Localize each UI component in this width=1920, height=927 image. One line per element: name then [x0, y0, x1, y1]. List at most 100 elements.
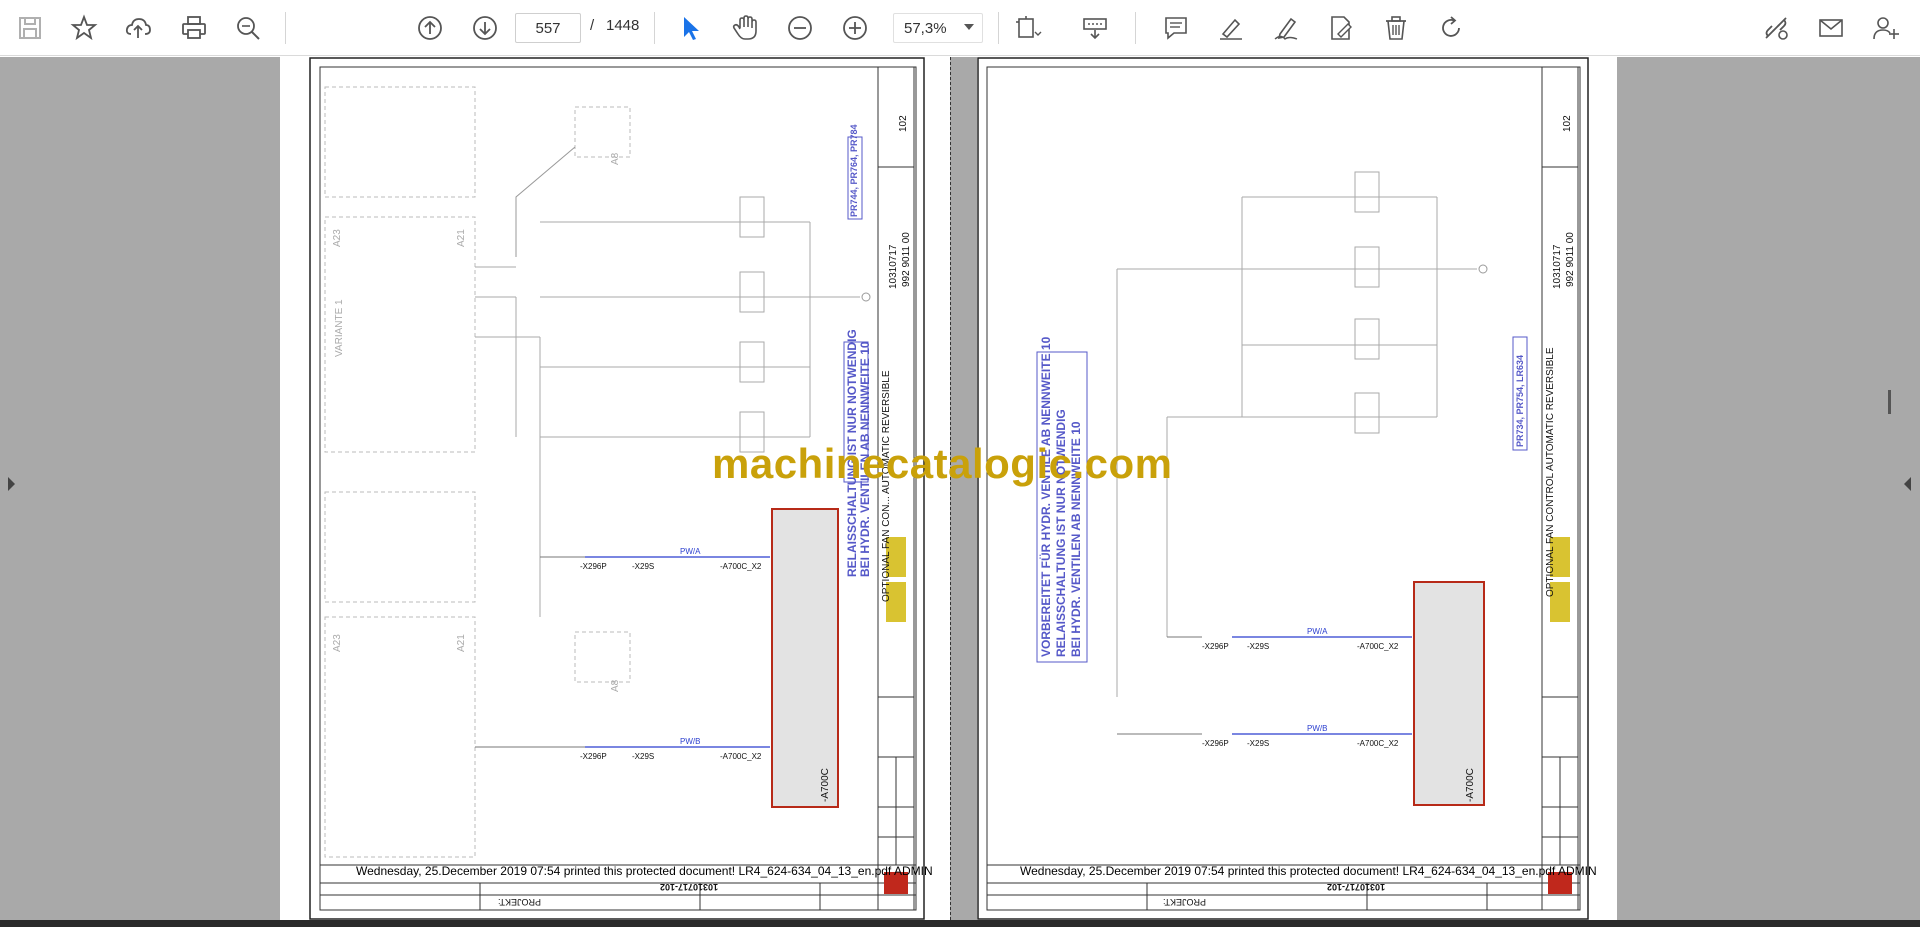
delete-button[interactable]	[1378, 10, 1414, 46]
connector-x29s: -X29S	[632, 562, 655, 571]
block-label-a8: A8	[610, 152, 621, 165]
delete-icon	[1386, 16, 1406, 40]
find-button[interactable]	[230, 10, 266, 46]
watermark-text: machinecatalogic.com	[712, 440, 1173, 487]
bookmark-star-icon	[70, 14, 98, 41]
blue-tag: PR744, PR764, PR784	[849, 124, 859, 217]
fill-sign-button[interactable]	[1323, 10, 1359, 46]
print-notice-right: Wednesday, 25.December 2019 07:54 printe…	[1020, 864, 1597, 878]
hand-tool-button[interactable]	[727, 10, 763, 46]
zoom-in-icon	[843, 16, 867, 40]
toolbar-separator	[285, 12, 286, 44]
block-label-a21-lower: A21	[456, 634, 467, 652]
page-up-icon	[418, 16, 442, 40]
page-total: 1448	[606, 17, 640, 34]
connector-x29s-right-lower: -X29S	[1247, 739, 1270, 748]
drawing-reference-right: 10310717-102	[1327, 882, 1386, 892]
save-button[interactable]	[12, 10, 48, 46]
rotate-button[interactable]	[1433, 10, 1469, 46]
page-down-icon	[473, 16, 497, 40]
zoom-out-button[interactable]	[782, 10, 818, 46]
id-number-right: 992 9011 00	[1565, 232, 1576, 287]
module-label-right: -A700C	[1465, 768, 1476, 802]
left-schematic-drawing	[309, 57, 925, 920]
connector-x296p-lower: -X296P	[580, 752, 607, 761]
module-label: -A700C	[820, 768, 831, 802]
upload-button[interactable]	[120, 10, 156, 46]
pdf-page-left: OPTIONAL FAN CON... AUTOMATIC REVERSIBLE…	[280, 57, 950, 920]
select-cursor-icon	[684, 17, 699, 40]
bottom-bar	[0, 920, 1920, 927]
connector-a700c-x2-lower: -A700C_X2	[720, 752, 762, 761]
sheet-number-right: 102	[1562, 115, 1573, 132]
block-label-a8-lower: A8	[610, 679, 621, 692]
previous-page-button[interactable]	[412, 10, 448, 46]
connector-x29s-right: -X29S	[1247, 642, 1270, 651]
add-user-icon	[1873, 17, 1899, 40]
wire-label-a: PW/A	[680, 547, 701, 556]
comment-button[interactable]	[1158, 10, 1194, 46]
comment-icon	[1165, 17, 1187, 40]
highlight-icon	[1220, 18, 1242, 40]
share-link-button[interactable]	[1758, 10, 1794, 46]
connector-a700c-x2: -A700C_X2	[720, 562, 762, 571]
next-page-button[interactable]	[467, 10, 503, 46]
rotate-icon	[1442, 16, 1460, 37]
upload-cloud-icon	[125, 18, 151, 38]
drawing-number: 10310717	[888, 244, 899, 290]
share-link-icon	[1765, 17, 1788, 40]
toolbar: / 1448 57,3%	[0, 0, 1920, 56]
print-button[interactable]	[176, 10, 212, 46]
scrollbar-thumb[interactable]	[1888, 390, 1891, 414]
hand-icon	[732, 15, 757, 40]
fill-sign-icon	[1331, 16, 1352, 40]
print-notice: Wednesday, 25.December 2019 07:54 printe…	[356, 864, 933, 878]
sign-button[interactable]	[1268, 10, 1304, 46]
left-pane-toggle-icon[interactable]	[8, 477, 15, 491]
select-tool-button[interactable]	[672, 10, 708, 46]
sign-icon	[1274, 17, 1298, 40]
crop-tool-button[interactable]	[1010, 10, 1046, 46]
variant-label: VARIANTE 1	[334, 299, 345, 357]
connector-a700c-x2-right-lower: -A700C_X2	[1357, 739, 1399, 748]
block-label-a21: A21	[456, 229, 467, 247]
wire-label-b-right: PW/B	[1307, 724, 1328, 733]
blue-tag-right: PR734, PR754, LR634	[1515, 354, 1525, 447]
pdf-page-right: OPTIONAL FAN CONTROL AUTOMATIC REVERSIBL…	[977, 57, 1617, 920]
id-number: 992 9011 00	[901, 232, 912, 287]
project-label: PROJEKT:	[498, 897, 542, 907]
connector-x29s-lower: -X29S	[632, 752, 655, 761]
page-divider	[950, 57, 951, 920]
sheet-number: 102	[898, 115, 909, 132]
zoom-search-icon	[237, 17, 260, 40]
email-button[interactable]	[1813, 10, 1849, 46]
zoom-out-icon	[788, 16, 812, 40]
connector-a700c-x2-right: -A700C_X2	[1357, 642, 1399, 651]
keyboard-icon	[1083, 18, 1107, 40]
save-icon	[19, 17, 41, 39]
bookmark-button[interactable]	[66, 10, 102, 46]
connector-x296p-right: -X296P	[1202, 642, 1229, 651]
mail-icon	[1819, 19, 1843, 37]
right-pane-toggle-icon[interactable]	[1904, 477, 1911, 491]
page-separator: /	[590, 17, 595, 34]
zoom-in-button[interactable]	[837, 10, 873, 46]
toolbar-separator	[1135, 12, 1136, 44]
blue-note-right-1: VORBEREITET FÜR HYDR. VENTILE AB NENNWEI…	[1039, 336, 1053, 657]
crop-icon	[1016, 16, 1042, 38]
drawing-reference: 10310717-102	[660, 882, 719, 892]
right-schematic-drawing	[977, 57, 1589, 920]
wire-label-a-right: PW/A	[1307, 627, 1328, 636]
page-number-input[interactable]	[515, 13, 581, 43]
highlight-button[interactable]	[1213, 10, 1249, 46]
block-label-a23-lower: A23	[332, 634, 343, 652]
chevron-down-icon[interactable]	[964, 24, 974, 30]
add-user-button[interactable]	[1868, 10, 1904, 46]
keyboard-tool-button[interactable]	[1077, 10, 1113, 46]
connector-x296p: -X296P	[580, 562, 607, 571]
sheet-title-right: OPTIONAL FAN CONTROL AUTOMATIC REVERSIBL…	[1545, 347, 1556, 598]
toolbar-separator	[998, 12, 999, 44]
zoom-level-select[interactable]: 57,3%	[893, 13, 983, 43]
project-label-right: PROJEKT:	[1163, 897, 1207, 907]
block-label-a23: A23	[332, 229, 343, 247]
